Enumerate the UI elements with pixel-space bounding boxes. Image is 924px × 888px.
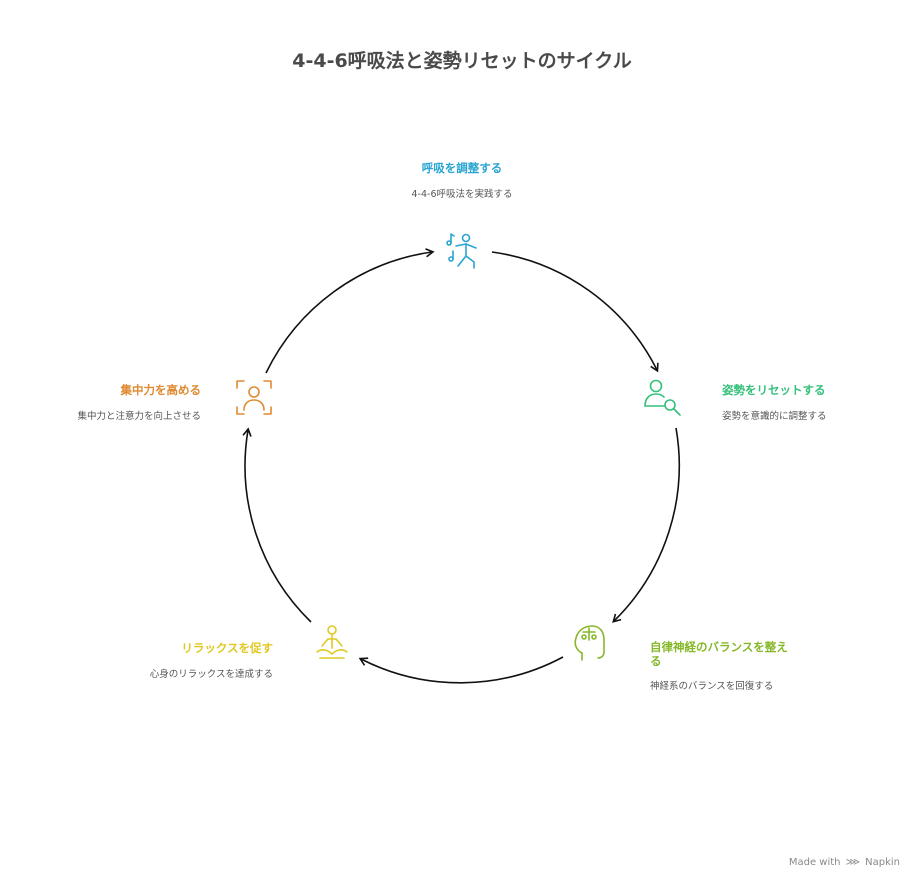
footer-credit[interactable]: Made with ⋙ Napkin <box>789 857 900 868</box>
step-breathing-desc: 4-4-6呼吸法を実践する <box>411 189 513 200</box>
footer-made-with: Made with <box>788 857 841 868</box>
step-focus-label: 集中力を高める <box>120 383 202 397</box>
focus-frame-person-icon <box>236 380 272 415</box>
meditating-person-icon <box>316 625 348 659</box>
head-balance-icon <box>574 625 605 661</box>
arrow-breathing-to-posture <box>491 251 659 373</box>
arrow-focus-to-breathing <box>265 248 435 374</box>
napkin-logo-icon: ⋙ <box>845 857 860 868</box>
step-autonomic-label: 自律神経のバランスを整える <box>650 640 788 668</box>
person-search-icon <box>644 379 681 416</box>
step-relax-label: リラックスを促す <box>181 641 273 655</box>
footer-brand: Napkin <box>865 857 900 868</box>
step-posture-desc: 姿勢を意識的に調整する <box>722 411 827 422</box>
step-posture-label: 姿勢をリセットする <box>722 383 826 397</box>
diagram-title: 4-4-6呼吸法と姿勢リセットのサイクル <box>292 50 632 72</box>
step-autonomic-desc: 神経系のバランスを回復する <box>650 681 774 692</box>
step-breathing-label: 呼吸を調整する <box>421 161 503 175</box>
arrow-relax-to-focus <box>242 427 312 623</box>
arrow-autonomic-to-relax <box>358 656 564 684</box>
dancing-person-music-icon <box>446 233 477 269</box>
step-focus-desc: 集中力と注意力を向上させる <box>77 411 201 422</box>
step-relax-desc: 心身のリラックスを達成する <box>149 669 273 680</box>
arrow-posture-to-autonomic <box>612 427 681 623</box>
